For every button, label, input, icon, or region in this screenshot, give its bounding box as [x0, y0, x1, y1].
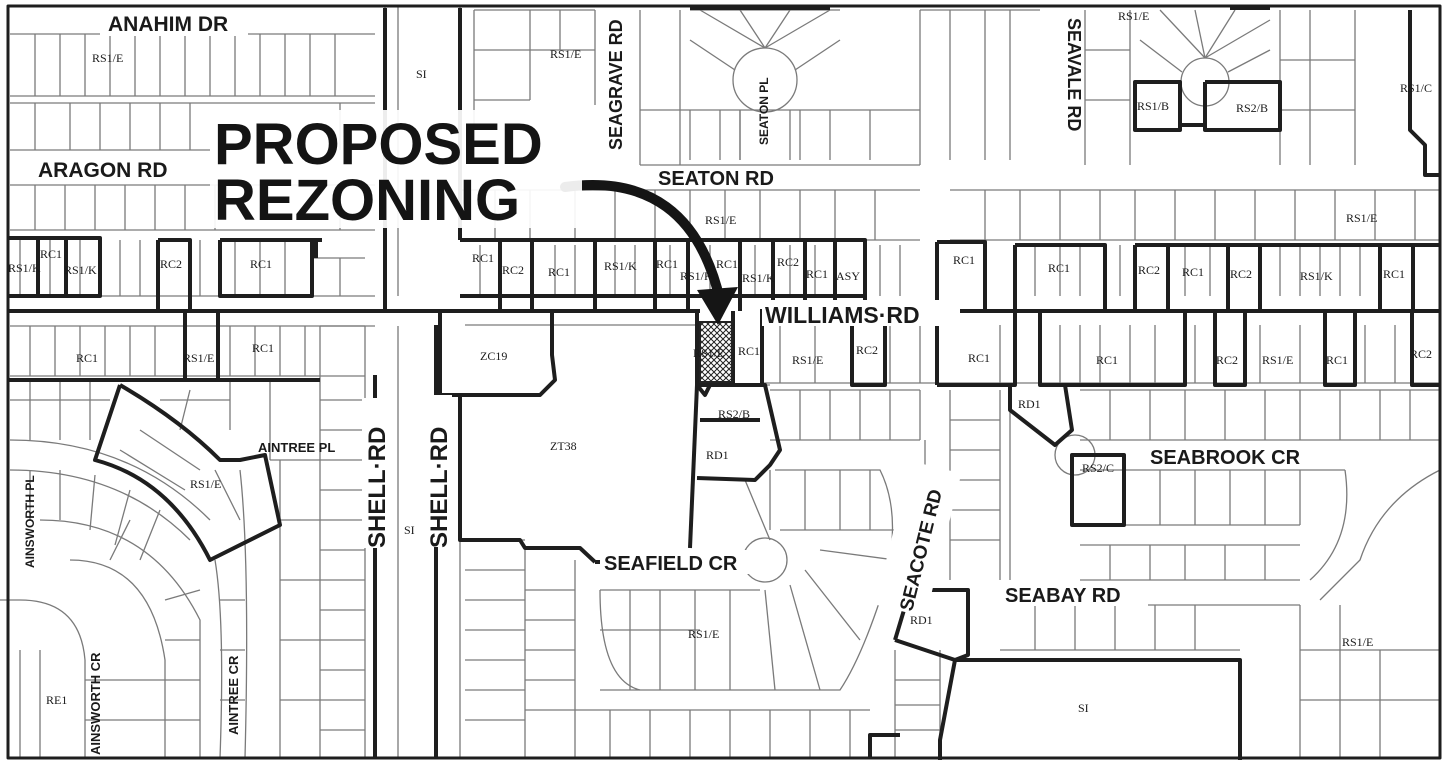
zone-label: RS2/B — [718, 407, 750, 421]
zone-label: RC1 — [548, 265, 570, 279]
zone-label: RC2 — [777, 255, 799, 269]
zone-label: RC1 — [656, 257, 678, 271]
zone-label: RS1/K — [742, 271, 775, 285]
road-labels: ANAHIM DR ARAGON RD SEATON RD SEAGRAVE R… — [23, 12, 1335, 755]
zone-label: RS1/B — [1137, 99, 1169, 113]
zone-label: RS1/E — [92, 51, 123, 65]
zone-label: RC1 — [953, 253, 975, 267]
road-label-ainsworth-pl: AINSWORTH PL — [23, 475, 37, 568]
zone-label: RS1/K — [8, 261, 41, 275]
road-label-aintree-pl: AINTREE PL — [258, 440, 335, 455]
road-label-aintree-cr: AINTREE CR — [226, 655, 241, 735]
zone-label: ZC19 — [480, 349, 507, 363]
zone-label: RC1 — [806, 267, 828, 281]
zone-label: RC1 — [252, 341, 274, 355]
zone-label: RS1/K — [1300, 269, 1333, 283]
zone-label: RS1/K — [604, 259, 637, 273]
zone-label: RC2 — [1138, 263, 1160, 277]
zone-label: RS1/K — [680, 269, 713, 283]
road-label-anahim: ANAHIM DR — [108, 13, 228, 36]
zone-label: RS1/E — [688, 627, 719, 641]
road-label-seabrook: SEABROOK CR — [1150, 447, 1301, 469]
zone-label: RD1 — [706, 448, 729, 462]
zone-label: RS2/C — [1082, 461, 1114, 475]
zone-label: SI — [416, 67, 427, 81]
road-label-seagrave: SEAGRAVE RD — [606, 19, 626, 150]
zone-label: ZT38 — [550, 439, 577, 453]
zone-label: RS1/E — [1262, 353, 1293, 367]
zone-label: RS2/B — [1236, 101, 1268, 115]
title-line-1: PROPOSED — [214, 112, 543, 177]
zone-label: RC2 — [1230, 267, 1252, 281]
road-label-ainsworth-cr: AINSWORTH CR — [88, 652, 103, 755]
zone-label: RS1/E — [1118, 9, 1149, 23]
zone-label: RC2 — [160, 257, 182, 271]
zone-label: RC2 — [1216, 353, 1238, 367]
title-line-2: REZONING — [214, 168, 520, 233]
zone-label: RC2 — [856, 343, 878, 357]
proposed-rezoning-parcel[interactable] — [699, 321, 733, 383]
proposed-rezoning-title: PROPOSED REZONING — [210, 110, 582, 233]
zone-label: RS1/E — [705, 213, 736, 227]
zone-label: RC1 — [968, 351, 990, 365]
zone-label: RD1 — [1018, 397, 1041, 411]
zone-label: RC1 — [1048, 261, 1070, 275]
zone-label: RD1 — [910, 613, 933, 627]
road-label-shell-a: SHELL·RD — [364, 427, 391, 548]
road-label-seabay: SEABAY RD — [1005, 585, 1121, 607]
zone-label: RC2 — [1410, 347, 1432, 361]
zone-label: ASY — [836, 269, 860, 283]
road-label-seaton-rd: SEATON RD — [658, 168, 774, 190]
zone-label: RS1/K — [64, 263, 97, 277]
zone-label: RS1/E — [1346, 211, 1377, 225]
rezoning-arrow — [560, 180, 738, 325]
road-label-aragon: ARAGON RD — [38, 159, 168, 182]
zone-label: RS1/E — [550, 47, 581, 61]
zone-labels: RS1/E SI RS1/E RS1/E RS1/B RS2/B RS1/C R… — [8, 9, 1432, 715]
zone-label: RC2 — [502, 263, 524, 277]
zone-label: SI — [1078, 701, 1089, 715]
road-label-williams: WILLIAMS·RD — [765, 302, 920, 328]
zone-label: RC1 — [738, 344, 760, 358]
zone-label: RC1 — [1182, 265, 1204, 279]
zone-label: RC1 — [76, 351, 98, 365]
zone-label: RS1/E — [792, 353, 823, 367]
zone-label: RE1 — [46, 693, 67, 707]
road-label-seavale: SEAVALE RD — [1064, 18, 1084, 131]
zone-label: RS1/C — [1400, 81, 1432, 95]
zone-label: RC1 — [472, 251, 494, 265]
road-label-seaton-pl: SEATON PL — [757, 77, 771, 145]
zone-label: RC1 — [1096, 353, 1118, 367]
road-label-shell-b: SHELL·RD — [426, 427, 453, 548]
zone-label: RS1/E — [1342, 635, 1373, 649]
zone-label: RC1 — [1326, 353, 1348, 367]
zone-label: RS1/E — [183, 351, 214, 365]
zone-label: RC1 — [250, 257, 272, 271]
road-label-seafield: SEAFIELD CR — [604, 553, 738, 575]
zone-label: RC1 — [40, 247, 62, 261]
zone-label: RC1 — [1383, 267, 1405, 281]
zone-label: RC1 — [716, 257, 738, 271]
zone-label: SI — [404, 523, 415, 537]
zone-label: RS1/E — [190, 477, 221, 491]
zone-label: RS1/E — [693, 346, 724, 360]
